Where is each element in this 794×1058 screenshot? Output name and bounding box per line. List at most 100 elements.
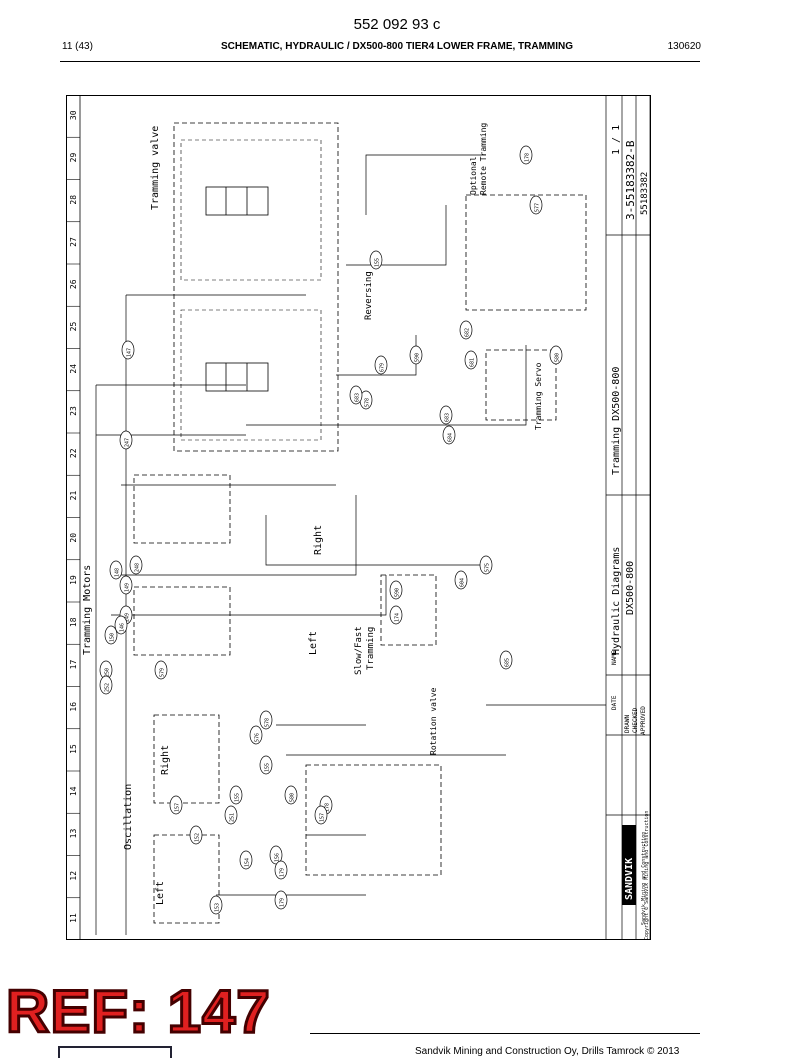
callout-bubble (189, 825, 203, 845)
footer-logo (58, 1046, 172, 1058)
oscillation-right-label: Right (160, 745, 171, 775)
callout-number: 580 (555, 353, 561, 362)
grid-column-label: 14 (69, 786, 78, 796)
grid-column-label: 25 (69, 322, 78, 332)
callout-bubble (99, 675, 113, 695)
callout-bubble (442, 425, 456, 445)
callout-bubble (129, 555, 143, 575)
left-motor-box (133, 586, 231, 656)
callout-number: 155 (235, 793, 241, 802)
callout-number: 580 (290, 793, 296, 802)
checked-label: CHECKED (632, 707, 639, 733)
callout-bubble (389, 605, 403, 625)
header-rule (60, 61, 700, 62)
right-motor-box (133, 474, 231, 544)
callout-number: 681 (470, 358, 476, 367)
grid-column-label: 16 (69, 702, 78, 712)
name-label: NAME (611, 650, 618, 665)
callout-bubble (209, 895, 223, 915)
remote-tramming-label: Remote Tramming (479, 123, 488, 195)
callout-number: 575 (485, 563, 491, 572)
grid-column-label: 20 (69, 533, 78, 543)
tramming-motors-label: Tramming Motors (82, 565, 93, 655)
callout-number: 251 (230, 813, 236, 822)
callout-number: 155 (375, 258, 381, 267)
callout-number: 579 (160, 668, 166, 677)
drawn-label: DRAWN (624, 715, 631, 733)
callout-number: 155 (265, 763, 271, 772)
callout-number: 679 (380, 363, 386, 372)
callout-number: 174 (395, 613, 401, 622)
sheet-number: 1 / 1 (611, 125, 622, 155)
callout-bubble (369, 250, 383, 270)
callout-bubble (119, 575, 133, 595)
callout-number: 250 (105, 668, 111, 677)
slow-fast-label-2: Tramming (366, 627, 376, 670)
valve-section-bottom (180, 309, 322, 441)
drawing-code: 55183382 (640, 172, 650, 215)
callout-bubble (249, 725, 263, 745)
callout-number: 682 (465, 328, 471, 337)
callout-number: 685 (505, 658, 511, 667)
callout-bubble (464, 350, 478, 370)
grid-column-label: 29 (69, 153, 78, 163)
motor-left-label: Left (308, 631, 319, 655)
left-cylinder-box (153, 834, 220, 924)
grid-column-label: 27 (69, 237, 78, 247)
callout-bubble (274, 860, 288, 880)
callout-number: 684 (448, 433, 454, 442)
callout-number: 578 (365, 398, 371, 407)
slow-fast-label: Slow/Fast (354, 626, 364, 675)
callout-bubble (284, 785, 298, 805)
callout-number: 590 (395, 588, 401, 597)
callout-bubble (549, 345, 563, 365)
hydraulic-schematic: 3029282726252423222120191817161514131211… (66, 95, 651, 940)
callout-bubble (374, 355, 388, 375)
callout-bubble (459, 320, 473, 340)
callout-number: 154 (245, 858, 251, 867)
callout-bubble (409, 345, 423, 365)
callout-bubble (269, 845, 283, 865)
grid-column-label: 21 (69, 491, 78, 501)
callout-number: 590 (415, 353, 421, 362)
footer-rule (310, 1033, 700, 1034)
callout-number: 178 (325, 803, 331, 812)
grid-column-label: 23 (69, 406, 78, 416)
callout-number: 249 (125, 613, 131, 622)
doc-number: 552 092 93 c (353, 16, 441, 33)
grid-column-label: 15 (69, 744, 78, 754)
callout-bubble (224, 805, 238, 825)
callout-number: 179 (280, 898, 286, 907)
callout-bubble (259, 755, 273, 775)
callout-bubble (454, 570, 468, 590)
copyright: Copyright © Sandvik Mining and Construct… (644, 811, 650, 940)
hydraulic-lines (95, 154, 606, 935)
brand-subtitle: Sandvik Mining and Construction (641, 832, 647, 925)
callout-number: 248 (135, 563, 141, 572)
rotation-valve-label: Rotation valve (429, 687, 438, 755)
callout-bubble (239, 850, 253, 870)
callout-bubble (389, 580, 403, 600)
callout-bubble (349, 385, 363, 405)
sandvik-logo (622, 825, 636, 905)
callout-number: 146 (120, 623, 126, 632)
grid-column-label: 18 (69, 617, 78, 627)
grid-column-label: 17 (69, 660, 78, 670)
callout-bubble (499, 650, 513, 670)
tramming-valve-label: Tramming valve (150, 126, 161, 210)
callout-bubble (259, 710, 273, 730)
callout-number: 578 (265, 718, 271, 727)
grid-column-label: 12 (69, 871, 78, 881)
approved-label: APPROVED (640, 706, 647, 735)
optional-label: Optional (469, 156, 478, 195)
right-cylinder-box (153, 714, 220, 804)
grid-column-label: 22 (69, 448, 78, 458)
grid-column-label: 11 (69, 913, 78, 923)
document-title: SCHEMATIC, HYDRAULIC / DX500-800 TIER4 L… (220, 41, 574, 52)
callout-bubble (109, 560, 123, 580)
callout-number: 156 (275, 853, 281, 862)
drawing-number: 3-55183382-B (624, 140, 637, 220)
oscillation-label: Oscillation (123, 784, 134, 850)
valve-spool-top (205, 186, 269, 392)
slow-fast-box (380, 574, 437, 646)
